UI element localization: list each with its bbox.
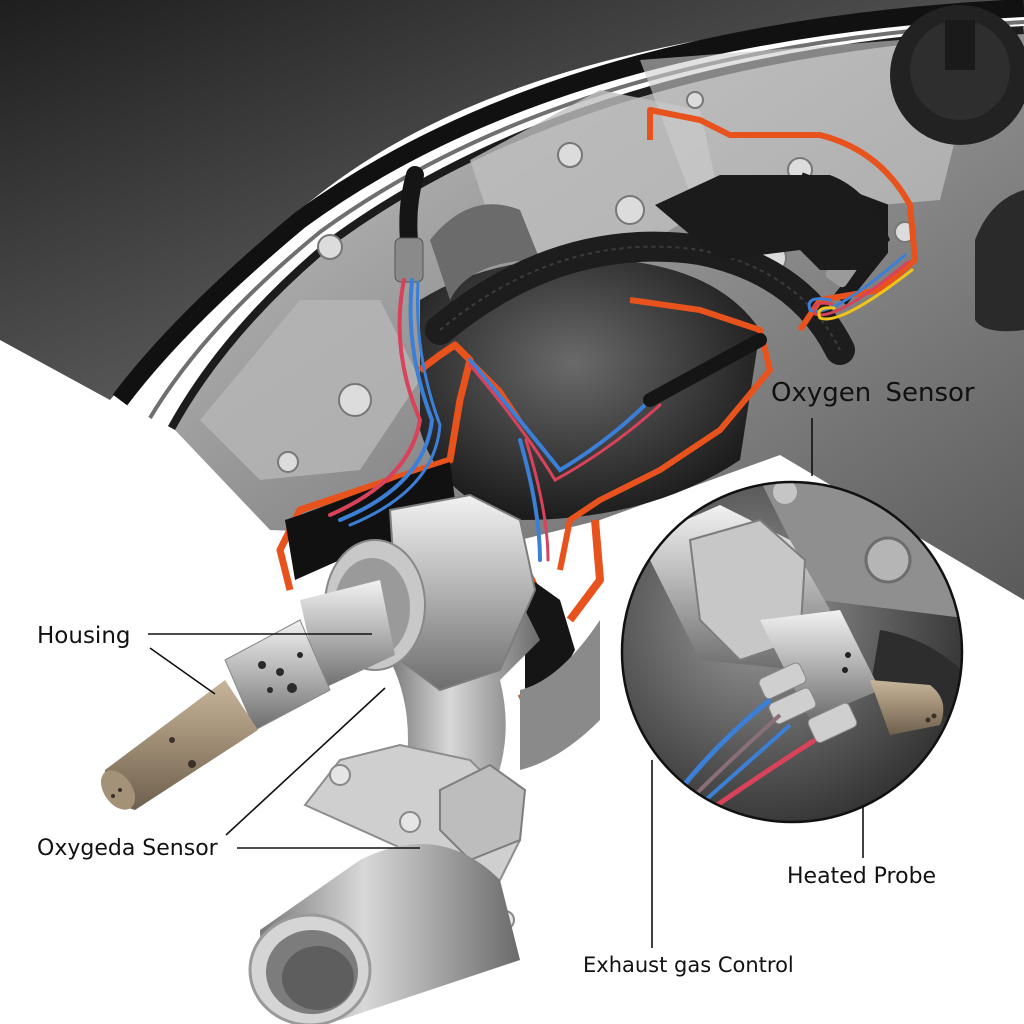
cutaway-cavity xyxy=(285,175,890,695)
leader-oxygeda-diagonal xyxy=(225,687,386,836)
oxygen-sensor-main xyxy=(100,493,537,810)
label-oxygen-sensor: Oxygen Sensor xyxy=(771,378,975,408)
label-housing: Housing xyxy=(37,623,131,649)
label-oxygeda-sensor: Oxygeda Sensor xyxy=(37,836,218,861)
label-heated-probe: Heated Probe xyxy=(787,864,937,889)
inset-closeup xyxy=(620,480,964,824)
label-exhaust-gas-control: Exhaust gas Control xyxy=(583,953,794,977)
sensor-wires xyxy=(328,253,914,562)
leader-housing-tip xyxy=(149,647,216,695)
leader-lines xyxy=(148,418,864,948)
